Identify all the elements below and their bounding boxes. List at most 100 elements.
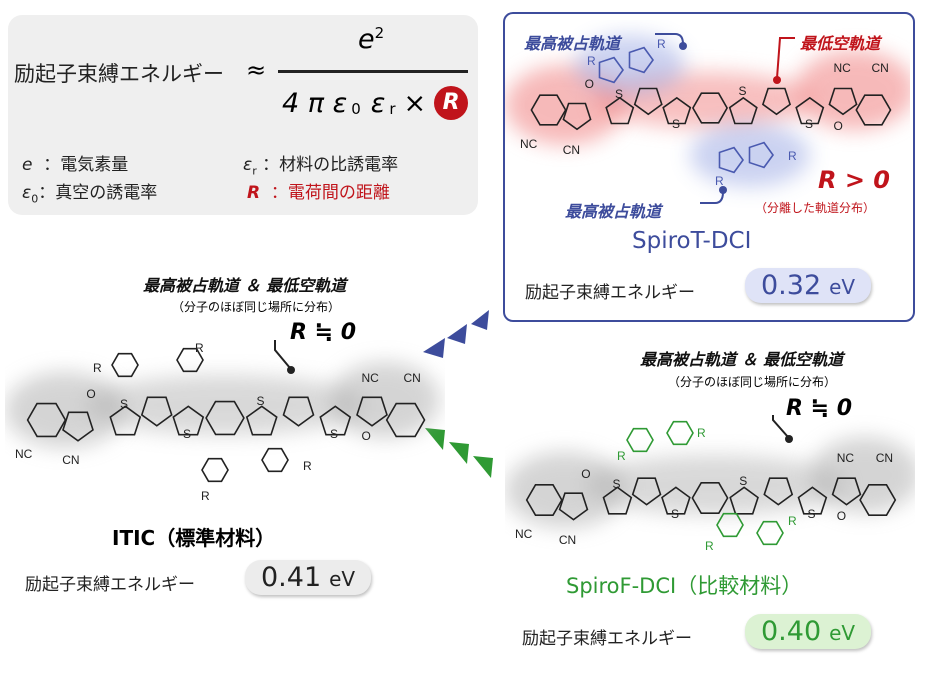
atom-r: R — [697, 426, 706, 440]
atom-r: R — [705, 539, 714, 553]
arrows — [423, 310, 493, 478]
legend-text: ：電気素量 — [43, 155, 129, 175]
atom-s: S — [739, 474, 747, 488]
energy-value: 0.32 — [761, 270, 822, 301]
thiophene-ring — [319, 405, 352, 436]
phenyl-ring — [201, 457, 229, 483]
itic-orbital-label: 最高被占軌道 ＆ 最低空軌道 — [143, 276, 347, 295]
legend-e: e ：電気素量 — [22, 150, 128, 175]
atom-s: S — [183, 427, 191, 441]
numerator-e: e — [358, 24, 375, 55]
legend-r: R ：電荷間の距離 — [247, 178, 390, 203]
benzene-ring — [859, 484, 897, 516]
epsr-sub: r — [389, 100, 396, 118]
legend-symbol: ε — [22, 183, 32, 203]
blue-arrow-3 — [471, 310, 489, 330]
spirof-energy-label: 励起子束縛エネルギー — [522, 629, 692, 649]
atom-nc: NC — [515, 527, 533, 541]
atom-r: R — [657, 37, 666, 51]
benzene-ring — [530, 94, 567, 126]
thiophene-ring — [602, 486, 633, 515]
atom-s: S — [120, 397, 128, 411]
spirot-energy-label: 励起子束縛エネルギー — [525, 283, 695, 303]
thiophene-ring — [628, 46, 654, 74]
thiophene-ring — [662, 96, 692, 125]
spirot-panel — [503, 12, 915, 322]
benzene-ring — [691, 482, 729, 514]
numerator-exp: 2 — [374, 24, 385, 42]
thiophene-ring — [763, 477, 794, 506]
fluorene-ring — [626, 427, 654, 453]
energy-value: 0.40 — [761, 616, 822, 647]
itic-energy-label: 励起子束縛エネルギー — [25, 575, 195, 595]
eps0-sub: 0 — [351, 100, 361, 118]
energy-unit: eV — [829, 621, 856, 645]
phenyl-ring — [176, 347, 204, 373]
itic-r-value: R ≒ 0 — [290, 320, 356, 345]
energy-unit: eV — [329, 567, 356, 591]
atom-cn: CN — [404, 371, 421, 385]
atom-s: S — [739, 84, 747, 98]
fluorene-ring — [716, 512, 744, 538]
orbital-glow — [5, 372, 125, 448]
atom-o: O — [837, 509, 846, 523]
legend-text: ：材料の比誘電率 — [262, 155, 399, 175]
atom-r: R — [303, 459, 312, 473]
atom-r: R — [201, 489, 210, 503]
benzene-ring — [205, 400, 245, 436]
lumo-pointer — [776, 37, 795, 79]
atom-r: R — [195, 341, 204, 355]
atom-s: S — [671, 507, 679, 521]
legend-sub: r — [252, 164, 257, 178]
times-sign: × — [403, 87, 427, 119]
spirof-orbital-label: 最高被占軌道 ＆ 最低空軌道 — [640, 350, 844, 369]
legend-text: ：電荷間の距離 — [270, 183, 390, 203]
orbital-pointer — [772, 415, 789, 438]
atom-cn: CN — [876, 451, 893, 465]
atom-nc: NC — [520, 137, 538, 151]
thiophene-ring — [598, 56, 624, 84]
fluorene-ring — [756, 520, 784, 546]
itic-name: ITIC（標準材料） — [112, 526, 276, 550]
atom-o: O — [581, 467, 590, 481]
thiophene-ring — [795, 96, 825, 125]
green-arrow-1 — [425, 428, 445, 450]
benzene-ring — [385, 402, 426, 438]
legend-epsr: εr ：材料の比誘電率 — [243, 150, 398, 177]
orbital-glow — [810, 437, 915, 513]
thiophene-ring — [282, 396, 315, 427]
atom-nc: NC — [15, 447, 33, 461]
blue-arrow-2 — [447, 324, 467, 344]
thiophene-ring — [797, 486, 828, 515]
thiophene-ring — [761, 87, 792, 116]
thiophene-ring — [109, 405, 142, 436]
atom-r: R — [788, 149, 797, 163]
cyclopentane-ring — [356, 396, 388, 427]
cyclopentane-ring — [828, 87, 858, 116]
atom-s: S — [615, 87, 623, 101]
atom-s: S — [805, 117, 813, 131]
benzene-ring — [855, 94, 892, 126]
atom-cn: CN — [563, 143, 580, 157]
legend-symbol: R — [247, 183, 261, 203]
spirof-name: SpiroF-DCI（比較材料） — [566, 574, 803, 598]
homo-pointer-bottom — [700, 191, 724, 204]
thiophene-ring — [172, 405, 205, 436]
formula-panel — [8, 15, 478, 215]
formula-lhs: 励起子束縛エネルギー — [14, 62, 224, 86]
atom-s: S — [257, 394, 265, 408]
orbital-glow — [505, 452, 625, 528]
pointer-dot — [785, 435, 793, 443]
r-circle-badge: R — [434, 86, 469, 120]
atom-o: O — [585, 77, 594, 91]
benzene-ring — [26, 402, 67, 438]
atom-o: O — [362, 429, 371, 443]
spirof-energy-pill: 0.40 eV — [745, 614, 872, 649]
cyclopentane-ring — [62, 411, 94, 442]
fluorene-ring — [666, 420, 694, 446]
spirot-name: SpiroT-DCI — [632, 228, 752, 254]
benzene-ring — [691, 92, 729, 124]
